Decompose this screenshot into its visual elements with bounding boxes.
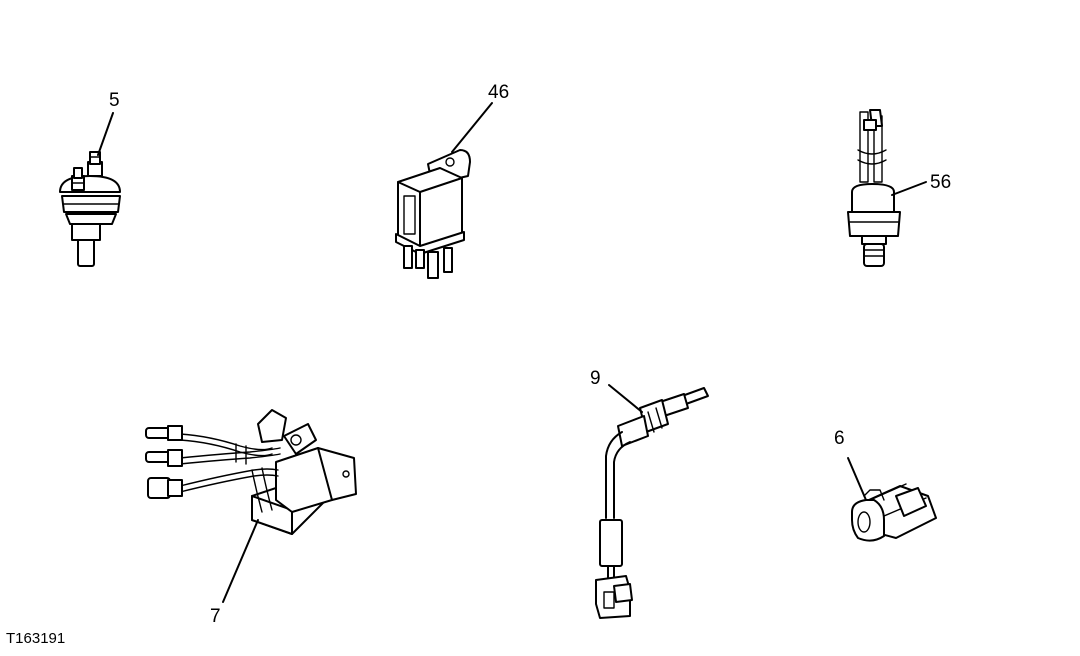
temperature-sensor-part-9 <box>595 387 709 619</box>
leader-line-5 <box>97 112 114 156</box>
connector-part-6 <box>851 483 937 542</box>
pressure-sender-part-56 <box>847 109 901 267</box>
leader-line-6 <box>847 457 867 501</box>
leader-line-9 <box>608 384 643 413</box>
callout-56: 56 <box>930 172 951 193</box>
leader-line-7 <box>222 519 259 603</box>
harness-module-part-7 <box>145 409 357 535</box>
pressure-switch-part-5 <box>59 151 121 267</box>
leader-line-46 <box>451 102 493 153</box>
callout-46: 46 <box>488 82 509 103</box>
figure-id: T163191 <box>6 630 65 647</box>
callout-5: 5 <box>109 90 120 111</box>
callout-7: 7 <box>210 606 221 627</box>
callout-9: 9 <box>590 368 601 389</box>
relay-part-46 <box>395 149 471 279</box>
leader-line-56 <box>891 181 927 196</box>
callout-6: 6 <box>834 428 845 449</box>
